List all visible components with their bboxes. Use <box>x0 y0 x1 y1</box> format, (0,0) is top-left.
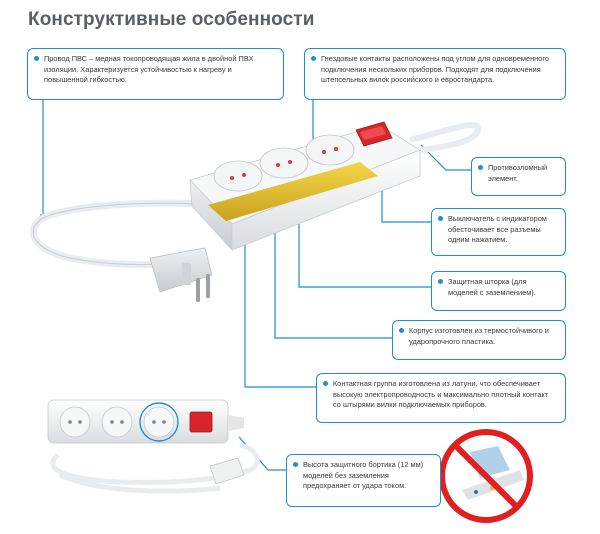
callout-text: Корпус изготовлен из термостойчивого и у… <box>409 326 549 346</box>
plug-image <box>149 247 213 302</box>
callout-text: Выключатель с индикатором обесточивает в… <box>448 214 547 245</box>
bullet-dot <box>399 328 404 333</box>
callout-rim: Высота защитного бортика (12 мм) моделей… <box>286 454 441 507</box>
small-power-strip-image <box>47 399 260 494</box>
callout-text: Противозломный элемент. <box>488 163 548 183</box>
bullet-dot <box>438 216 443 221</box>
power-strip-image <box>189 121 421 252</box>
callout-text: Провод ПВС – медная токопроводящая жила … <box>44 54 254 85</box>
callout-contacts: Гнездовые контакты расположены под углом… <box>304 48 566 100</box>
callout-body: Корпус изготовлен из термостойчивого и у… <box>392 320 566 360</box>
callout-contact-group: Контактная группа изготовлена из латуни,… <box>316 373 566 423</box>
callout-text: Контактная группа изготовлена из латуни,… <box>333 379 549 410</box>
bullet-dot <box>34 56 39 61</box>
callout-vandal: Противозломный элемент. <box>471 157 566 196</box>
bullet-dot <box>311 56 316 61</box>
no-entry-sign-icon <box>439 429 533 523</box>
callout-text: Гнездовые контакты расположены под углом… <box>321 54 550 85</box>
callout-shutter: Защитная шторка (для моделей с заземлени… <box>431 271 566 311</box>
bullet-dot <box>438 279 443 284</box>
bullet-dot <box>323 381 328 386</box>
page-title: Конструктивные особенности <box>28 9 315 30</box>
bullet-dot <box>293 462 298 467</box>
callout-switch: Выключатель с индикатором обесточивает в… <box>431 208 566 256</box>
callout-text: Высота защитного бортика (12 мм) моделей… <box>303 460 424 491</box>
bullet-dot <box>478 165 483 170</box>
callout-text: Защитная шторка (для моделей с заземлени… <box>448 277 536 297</box>
callout-cable: Провод ПВС – медная токопроводящая жила … <box>27 48 284 100</box>
